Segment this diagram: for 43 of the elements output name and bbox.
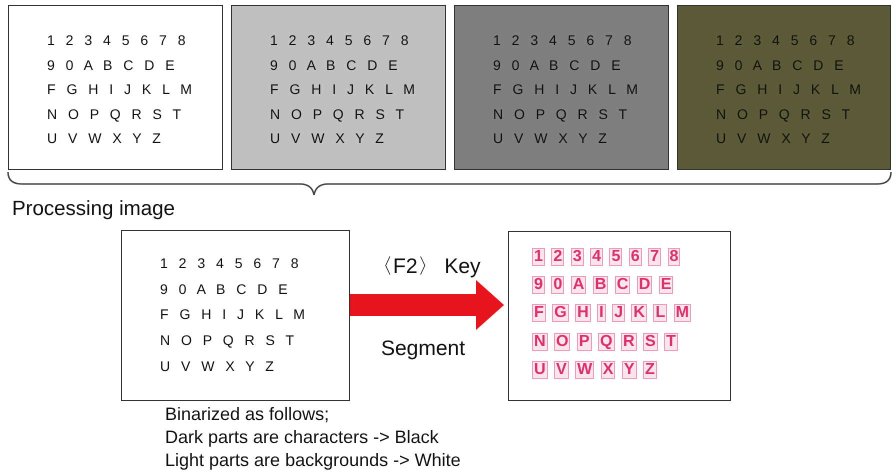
character-row: F G H I J K L M (493, 81, 638, 97)
character-row: 1 2 3 4 5 6 7 8 (160, 255, 299, 271)
segmented-character-row: N O P Q R S T (533, 334, 677, 350)
edge-label: 〈F2〉 Key (372, 254, 481, 280)
block-arrow (350, 280, 504, 330)
image-panel (454, 5, 669, 170)
character-row: F G H I J K L M (47, 81, 192, 97)
segmented-character-row: 1 2 3 4 5 6 7 8 (533, 249, 680, 265)
character-row: F G H I J K L M (160, 306, 305, 322)
step-label: Segment (381, 337, 466, 362)
character-row: U V W X Y Z (47, 130, 161, 146)
image-panel (8, 5, 223, 170)
character-row: N O P Q R S T (716, 106, 850, 122)
character-row: N O P Q R S T (270, 106, 404, 122)
character-row: F G H I J K L M (716, 81, 861, 97)
character-row: F G H I J K L M (270, 81, 415, 97)
character-row: U V W X Y Z (493, 130, 607, 146)
segmented-character-row: F G H I J K L M (533, 305, 690, 322)
character-row: 1 2 3 4 5 6 7 8 (493, 32, 632, 48)
character-row: 1 2 3 4 5 6 7 8 (270, 32, 409, 48)
image-panel (231, 5, 446, 170)
character-row: N O P Q R S T (47, 106, 182, 122)
note-text: Binarized as follows; (165, 404, 330, 425)
character-row: 9 0 A B C D E (160, 280, 288, 297)
character-row: 9 0 A B C D E (493, 56, 621, 72)
character-row: 1 2 3 4 5 6 7 8 (716, 32, 855, 48)
segmented-character-row: 9 0 A B C D E (533, 277, 672, 294)
character-row: U V W X Y Z (160, 358, 274, 374)
character-row: U V W X Y Z (716, 130, 830, 146)
character-row: 1 2 3 4 5 6 7 8 (47, 32, 186, 48)
image-panel (121, 230, 350, 401)
note-text: Light parts are backgrounds -> White (165, 450, 461, 471)
note-text: Dark parts are characters -> Black (165, 427, 439, 448)
segmented-character-row: U V W X Y Z (533, 362, 656, 378)
character-row: 9 0 A B C D E (47, 56, 175, 72)
caption-text: Processing image (12, 197, 175, 221)
image-panel (508, 231, 731, 401)
image-panel (677, 5, 891, 170)
character-row: 9 0 A B C D E (716, 56, 844, 72)
character-row: U V W X Y Z (270, 130, 384, 146)
character-row: N O P Q R S T (493, 106, 628, 122)
character-row: 9 0 A B C D E (270, 56, 398, 72)
character-row: N O P Q R S T (160, 332, 294, 348)
